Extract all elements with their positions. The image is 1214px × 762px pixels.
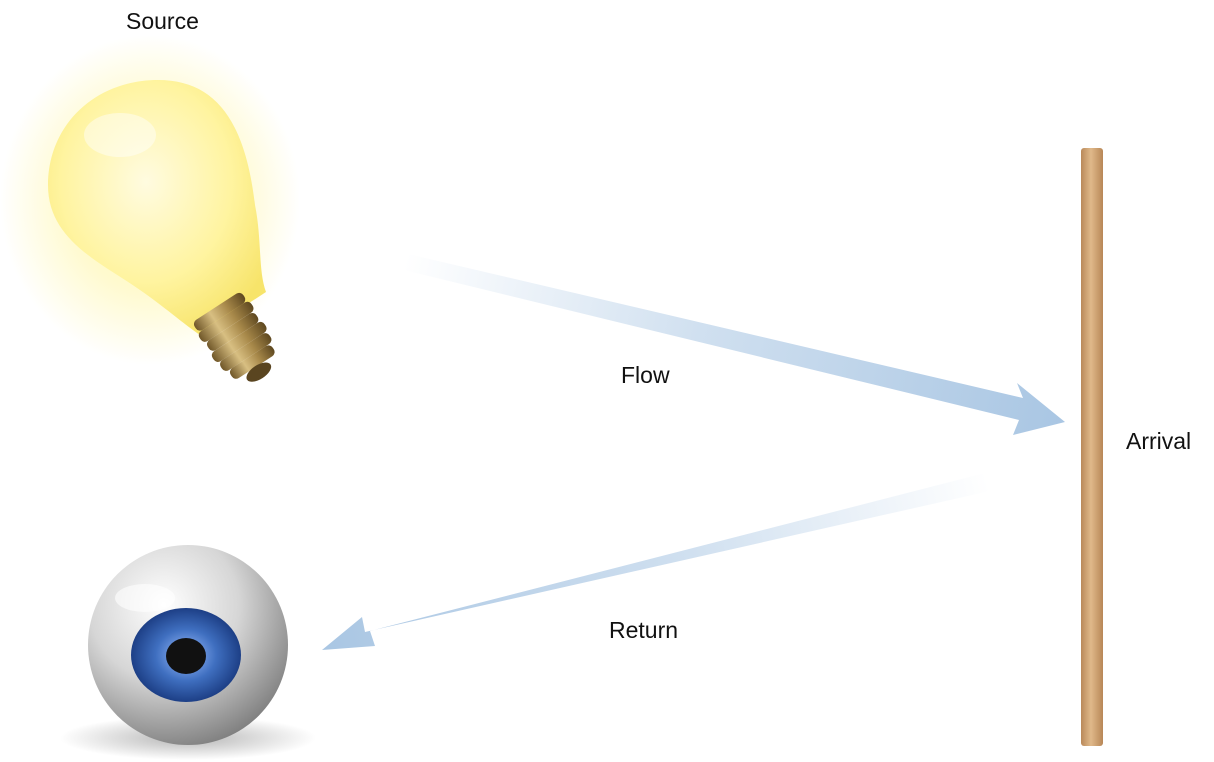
- bulb-highlight: [84, 113, 156, 157]
- flow-arrow: [404, 254, 1065, 435]
- bulb-base: [193, 292, 275, 382]
- eye-icon: [60, 545, 316, 760]
- bulb-glass: [48, 80, 266, 335]
- flow-label: Flow: [621, 362, 670, 388]
- eye-glint: [115, 584, 175, 612]
- return-label: Return: [609, 617, 679, 643]
- light-bulb-icon: [0, 35, 300, 382]
- reflecting-surface: [1081, 148, 1103, 746]
- arrival-label: Arrival: [1126, 428, 1192, 454]
- return-arrow: [322, 473, 990, 650]
- pupil: [166, 638, 206, 674]
- source-label: Source: [126, 8, 199, 34]
